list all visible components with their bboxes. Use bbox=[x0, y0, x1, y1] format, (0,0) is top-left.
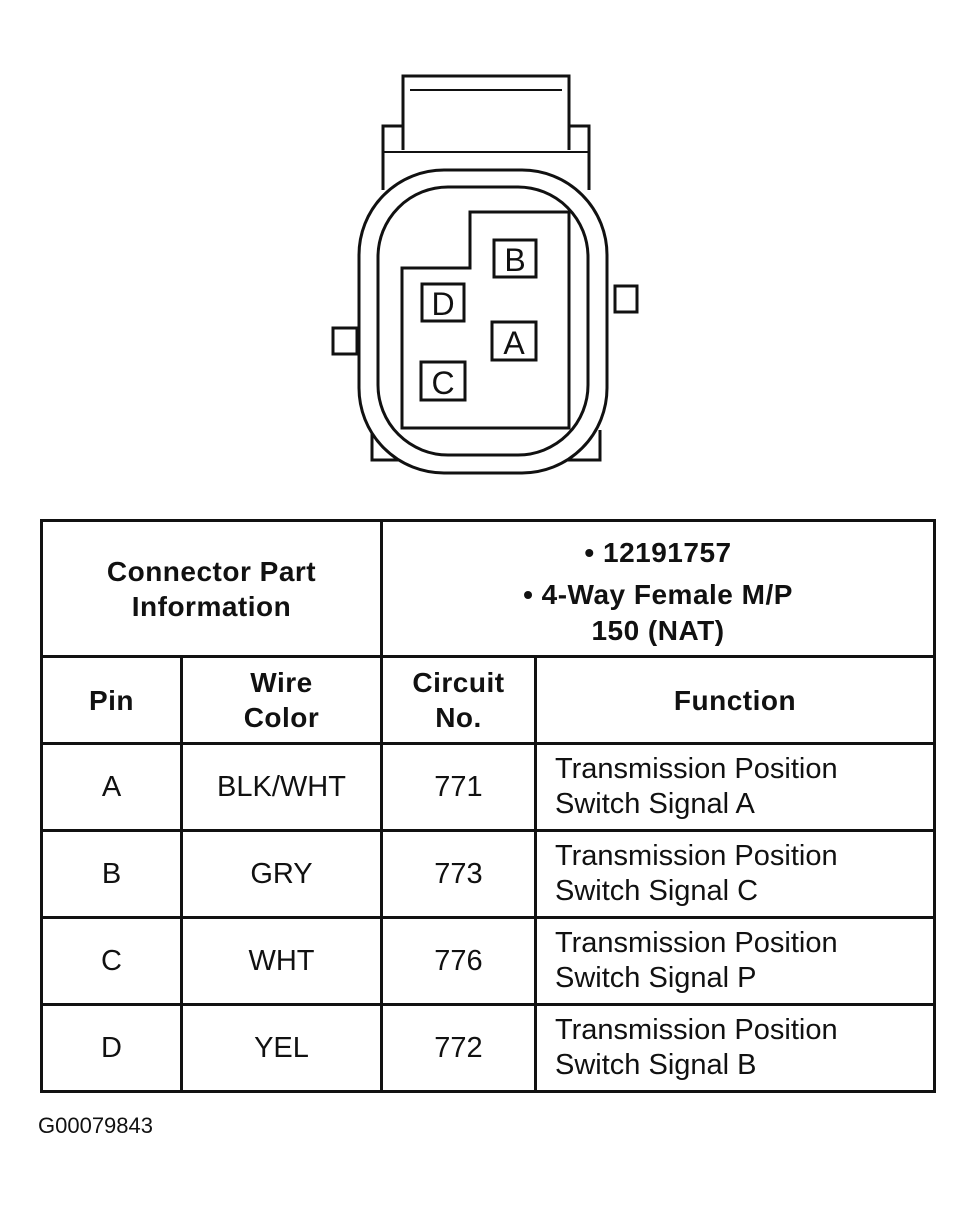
function-line2: Switch Signal P bbox=[555, 962, 757, 994]
function-line2: Switch Signal B bbox=[555, 1049, 757, 1081]
col-header-wire-color: Wire Color bbox=[180, 655, 383, 745]
function-cell: Transmission Position Switch Signal P bbox=[533, 916, 937, 1006]
col-header-wire-line1: Wire bbox=[250, 667, 313, 698]
part-number: • 12191757 bbox=[584, 536, 732, 568]
pin-c-label: C bbox=[431, 365, 454, 401]
col-header-circuit-no: Circuit No. bbox=[380, 655, 537, 745]
pin-cell: B bbox=[40, 829, 183, 919]
connector-description: • 4-Way Female M/P bbox=[523, 578, 793, 610]
wire-color-cell: WHT bbox=[180, 916, 383, 1006]
function-line1: Transmission Position bbox=[555, 840, 838, 872]
pin-b-label: B bbox=[504, 242, 525, 278]
connector-description-cont: 150 (NAT) bbox=[591, 614, 725, 646]
connector-right-tab bbox=[613, 284, 639, 314]
col-header-pin: Pin bbox=[40, 655, 183, 745]
pin-cell: A bbox=[40, 742, 183, 832]
connector-left-tab bbox=[331, 326, 359, 356]
pin-b-box bbox=[492, 238, 538, 279]
pin-a-label: A bbox=[503, 325, 525, 361]
connector-pinout-table: Connector Part Information • 12191757 • … bbox=[40, 519, 937, 1093]
connector-latch bbox=[401, 74, 571, 150]
connector-shoulder bbox=[381, 124, 591, 190]
circuit-cell: 776 bbox=[380, 916, 537, 1006]
pin-a-box bbox=[490, 320, 538, 362]
part-info-row: Connector Part Information • 12191757 • … bbox=[40, 519, 937, 658]
function-cell: Transmission Position Switch Signal B bbox=[533, 1003, 937, 1093]
part-info-label: Connector Part Information bbox=[40, 519, 383, 658]
col-header-circuit-line2: No. bbox=[435, 702, 482, 733]
pin-c-box bbox=[419, 360, 467, 402]
circuit-cell: 772 bbox=[380, 1003, 537, 1093]
col-header-circuit-line1: Circuit bbox=[412, 667, 505, 698]
figure-id: G00079843 bbox=[38, 1113, 153, 1138]
col-header-wire-line2: Color bbox=[243, 702, 320, 733]
col-header-function: Function bbox=[533, 655, 937, 745]
circuit-cell: 773 bbox=[380, 829, 537, 919]
function-line2: Switch Signal A bbox=[555, 788, 755, 820]
function-line1: Transmission Position bbox=[555, 753, 838, 785]
pin-cell: C bbox=[40, 916, 183, 1006]
circuit-cell: 771 bbox=[380, 742, 537, 832]
function-cell: Transmission Position Switch Signal A bbox=[533, 742, 937, 832]
pin-cell: D bbox=[40, 1003, 183, 1093]
table-row: D YEL 772 Transmission Position Switch S… bbox=[40, 1003, 937, 1093]
table-row: B GRY 773 Transmission Position Switch S… bbox=[40, 829, 937, 919]
part-info-label-line2: Information bbox=[131, 590, 292, 622]
wire-color-cell: GRY bbox=[180, 829, 383, 919]
table-row: A BLK/WHT 771 Transmission Position Swit… bbox=[40, 742, 937, 832]
connector-body-inner bbox=[376, 185, 590, 457]
connector-face-diagram: B D A C bbox=[331, 74, 639, 475]
pin-d-label: D bbox=[431, 286, 454, 322]
function-line1: Transmission Position bbox=[555, 927, 838, 959]
column-header-row: Pin Wire Color Circuit No. Function bbox=[40, 655, 937, 745]
pin-cavity-outline bbox=[400, 210, 571, 430]
function-line1: Transmission Position bbox=[555, 1014, 838, 1046]
wire-color-cell: BLK/WHT bbox=[180, 742, 383, 832]
wire-color-cell: YEL bbox=[180, 1003, 383, 1093]
part-info-label-line1: Connector Part bbox=[106, 555, 317, 587]
table-row: C WHT 776 Transmission Position Switch S… bbox=[40, 916, 937, 1006]
function-line2: Switch Signal C bbox=[555, 875, 759, 907]
pin-d-box bbox=[420, 282, 466, 323]
part-info-value: • 12191757 • 4-Way Female M/P 150 (NAT) bbox=[379, 519, 937, 658]
function-cell: Transmission Position Switch Signal C bbox=[533, 829, 937, 919]
